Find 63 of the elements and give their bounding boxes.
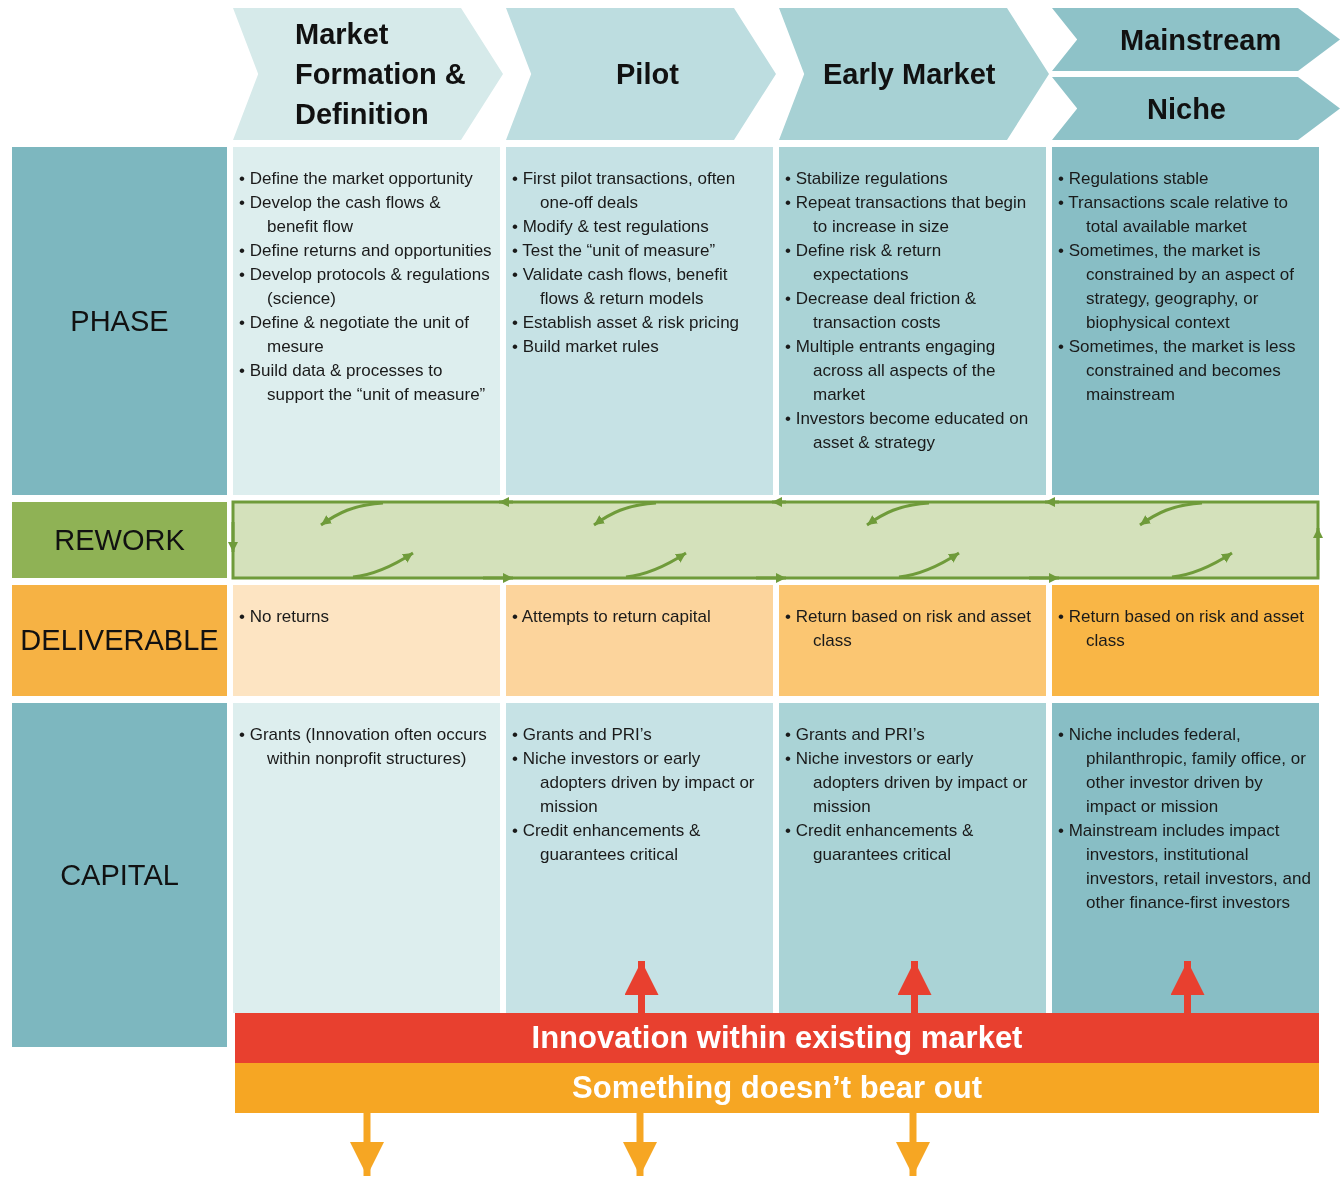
- phase-cell: [506, 147, 773, 495]
- bullet-text: • Sometimes, the market is constrained by an aspect of strategy, geography, or biophysical context: [1058, 240, 1295, 334]
- phase-header: [1052, 77, 1340, 140]
- bullet-text: • Return based on risk and asset class: [1058, 606, 1305, 652]
- deliverable-cell: [233, 585, 500, 696]
- bullet-text: • First pilot transactions, often one-off deals: [512, 168, 737, 214]
- phase-cell: [233, 147, 500, 495]
- phase-header: [233, 8, 503, 140]
- bullet-text: • Define returns and opportunities: [239, 240, 493, 262]
- bullet-text: • Attempts to return capital: [512, 606, 712, 628]
- row-label: PHASE: [12, 147, 227, 495]
- capital-cell: [779, 703, 1046, 1013]
- bullet-text: • Repeat transactions that begin to increase in size: [785, 192, 1028, 238]
- bullet-text: • Grants and PRI’s: [512, 724, 653, 746]
- row-label: CAPITAL: [12, 703, 227, 1047]
- banner: Something doesn’t bear out: [235, 1063, 1319, 1113]
- deliverable-cell: [1052, 585, 1319, 696]
- bullet-text: • Niche includes federal, philanthropic, family office, or other investor driven by impact or mission: [1058, 724, 1307, 818]
- bullet-text: • Modify & test regulations: [512, 216, 710, 238]
- row-label: DELIVERABLE: [12, 585, 227, 696]
- bullet-text: • Define risk & return expectations: [785, 240, 943, 286]
- capital-cell: [506, 703, 773, 1013]
- bullet-text: • Establish asset & risk pricing: [512, 312, 741, 334]
- bullet-text: • Sometimes, the market is less constrained and becomes mainstream: [1058, 336, 1297, 406]
- bullet-text: • Grants (Innovation often occurs within nonprofit structures): [239, 724, 488, 770]
- phase-cell: [1052, 147, 1319, 495]
- bullet-text: • Investors become educated on asset & strategy: [785, 408, 1030, 454]
- row-label: REWORK: [12, 502, 227, 578]
- phase-header: [506, 8, 776, 140]
- bullet-text: • Niche investors or early adopters driven by impact or mission: [512, 748, 756, 818]
- phase-heading: Niche: [1146, 91, 1227, 127]
- bullet-text: • Return based on risk and asset class: [785, 606, 1032, 652]
- bullet-text: • Credit enhancements & guarantees critical: [785, 820, 975, 866]
- bullet-text: • Define & negotiate the unit of mesure: [239, 312, 470, 358]
- bullet-text: • Grants and PRI’s: [785, 724, 926, 746]
- bullet-text: • Validate cash flows, benefit flows & return models: [512, 264, 729, 310]
- bullet-text: • Build data & processes to support the “unit of measure”: [239, 360, 487, 406]
- banner: Innovation within existing market: [235, 1013, 1319, 1063]
- bullet-text: • Stabilize regulations: [785, 168, 949, 190]
- bullet-text: • Build market rules: [512, 336, 660, 358]
- phase-header: [1052, 8, 1340, 71]
- deliverable-cell: [779, 585, 1046, 696]
- bullet-text: • Multiple entrants engaging across all aspects of the market: [785, 336, 997, 406]
- bullet-text: • Decrease deal friction & transaction costs: [785, 288, 978, 334]
- phase-cell: [779, 147, 1046, 495]
- deliverable-cell: [506, 585, 773, 696]
- phase-heading: Pilot: [615, 57, 680, 92]
- bullet-text: • Regulations stable: [1058, 168, 1210, 190]
- bullet-text: • Mainstream includes impact investors, institutional investors, retail investors, and other finance-first investors: [1058, 820, 1312, 914]
- capital-cell: [1052, 703, 1319, 1013]
- capital-cell: [233, 703, 500, 1013]
- bullet-text: • Niche investors or early adopters driven by impact or mission: [785, 748, 1029, 818]
- bullet-text: • No returns: [239, 606, 331, 628]
- phase-header: [779, 8, 1049, 140]
- bullet-text: • Define the market opportunity: [239, 168, 474, 190]
- bullet-text: • Transactions scale relative to total available market: [1058, 192, 1289, 238]
- bullet-text: • Develop the cash flows & benefit flow: [239, 192, 442, 238]
- bullet-text: • Develop protocols & regulations (science): [239, 264, 491, 310]
- phase-heading: Market Formation & Definition: [294, 17, 467, 132]
- bullet-text: • Test the “unit of measure”: [512, 240, 717, 262]
- phase-heading: Early Market: [822, 57, 997, 92]
- phase-heading: Mainstream: [1119, 22, 1283, 58]
- bullet-text: • Credit enhancements & guarantees critical: [512, 820, 702, 866]
